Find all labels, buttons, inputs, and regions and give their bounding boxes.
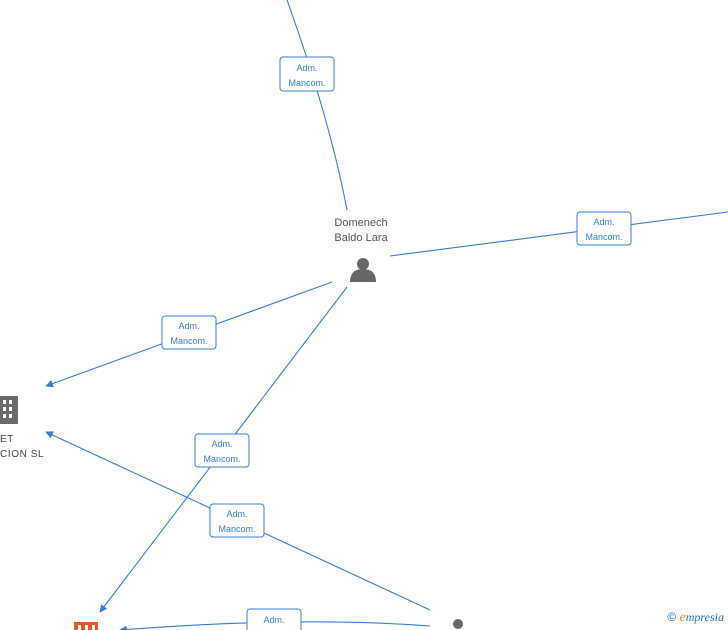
edge-label-bottom-line1: Adm.: [263, 615, 284, 625]
edge-label-top[interactable]: Adm. Mancom.: [279, 56, 335, 92]
edge-label-middle-line1: Adm.: [211, 439, 232, 449]
edge-label-top-line1: Adm.: [296, 63, 317, 73]
company-name-line1: ET: [0, 434, 14, 445]
building-icon[interactable]: [0, 396, 18, 424]
edge-label-top-line2: Mancom.: [288, 78, 325, 88]
person-icon[interactable]: [350, 258, 376, 282]
edge-label-right[interactable]: Adm. Mancom.: [576, 211, 632, 246]
edge-label-left-upper[interactable]: Adm. Mancom.: [161, 315, 217, 350]
edge-label-left-upper-line2: Mancom.: [170, 336, 207, 346]
watermark-brand: mpresia: [685, 610, 724, 624]
person-name-line1: Domenech: [334, 217, 387, 229]
edge-label-right-line1: Adm.: [593, 217, 614, 227]
edge-label-middle[interactable]: Adm. Mancom.: [194, 433, 250, 468]
person-name-line2: Baldo Lara: [334, 232, 388, 244]
watermark-e: e: [679, 610, 686, 625]
edge-top: [286, 0, 348, 211]
bottom-person-icon[interactable]: [448, 619, 468, 630]
edge-right: [389, 211, 728, 257]
empresia-watermark: © empresia: [667, 610, 724, 626]
edge-label-left-upper-line1: Adm.: [178, 321, 199, 331]
edge-label-lower-line1: Adm.: [226, 509, 247, 519]
edge-label-lower[interactable]: Adm. Mancom.: [209, 503, 265, 538]
edge-label-right-line2: Mancom.: [585, 232, 622, 242]
edge-label-bottom[interactable]: Adm.: [246, 608, 302, 630]
edge-label-middle-line2: Mancom.: [203, 454, 240, 464]
company-name-line2: CION SL: [0, 449, 44, 460]
edge-label-lower-line2: Mancom.: [218, 524, 255, 534]
copyright-symbol: ©: [667, 610, 677, 624]
highlighted-building-icon[interactable]: [74, 622, 98, 630]
